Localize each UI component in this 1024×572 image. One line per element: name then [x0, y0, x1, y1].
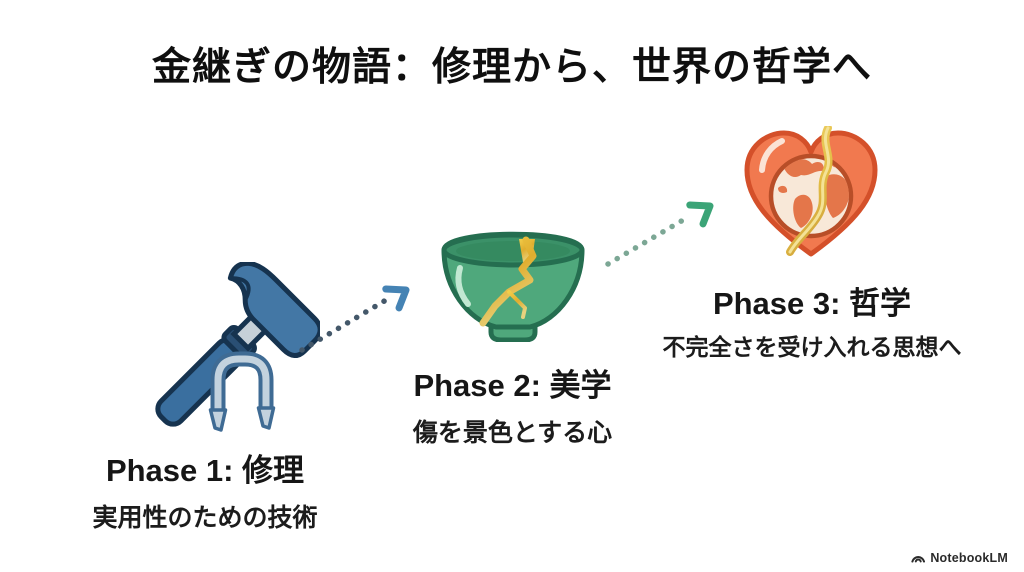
phase-1-label: Phase 1: 修理 [105, 453, 305, 488]
hammer-and-staple-icon [142, 260, 323, 440]
phase-2-group: Phase 2: 美学 傷を景色とする心 [360, 216, 665, 456]
phase-3-group: Phase 3: 哲学 不完全さを受け入れる思想へ [642, 124, 982, 366]
heart-with-globe-icon [740, 124, 882, 260]
phase-3-label: Phase 3: 哲学 [712, 286, 912, 321]
arrow-phase1-to-phase2 [288, 266, 420, 363]
arrow-phase2-to-phase3 [594, 182, 724, 279]
notebooklm-logo-icon [910, 550, 926, 565]
page-title: 金継ぎの物語：修理から、世界の哲学へ [151, 46, 872, 89]
phase-2-label: Phase 2: 美学 [413, 368, 612, 403]
phase-2-description: 傷を景色とする心 [412, 419, 613, 447]
notebooklm-watermark: NotebookLM [910, 550, 1008, 565]
phase-3-description: 不完全さを受け入れる思想へ [662, 334, 962, 360]
phase-1-group: Phase 1: 修理 実用性のための技術 [50, 260, 360, 552]
kintsugi-bowl-icon [438, 216, 588, 343]
phase-1-description: 実用性のための技術 [92, 504, 318, 532]
watermark-label: NotebookLM [930, 550, 1008, 565]
